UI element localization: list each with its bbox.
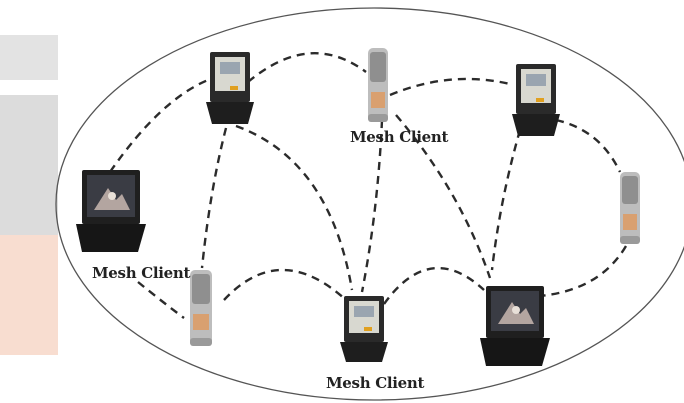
- mesh-client-label-left: Mesh Client: [92, 264, 190, 282]
- mesh-client-device-icon: [190, 270, 212, 346]
- link-client-bottom-left-to-pda-bottom: [224, 270, 346, 300]
- link-pda-top-right-to-laptop-bottom-right: [492, 130, 520, 270]
- mesh-client-label-bottom: Mesh Client: [326, 374, 424, 392]
- laptop-icon: [480, 286, 550, 366]
- handheld-device-icon: [512, 64, 560, 136]
- link-pda-top-right-to-client-right: [556, 120, 620, 172]
- handheld-device-icon: [340, 296, 388, 362]
- link-pda-bottom-to-laptop-bottom-right: [384, 268, 484, 304]
- laptop-icon: [76, 170, 146, 252]
- mesh-client-device-icon: [368, 48, 388, 122]
- mesh-client-label-top: Mesh Client: [350, 128, 448, 146]
- mesh-client-device-icon: [620, 172, 640, 244]
- link-pda-top-left-to-pda-bottom: [236, 126, 352, 290]
- link-client-right-to-laptop-bottom-right: [540, 246, 626, 296]
- link-laptop-left-to-pda-top-left: [110, 80, 208, 172]
- link-label-left-to-client-bottom-left: [138, 282, 184, 318]
- handheld-device-icon: [206, 52, 254, 124]
- link-client-top-to-pda-top-right: [390, 79, 510, 95]
- link-pda-top-left-to-client-bottom-left: [202, 128, 226, 268]
- link-pda-top-left-to-client-top: [248, 53, 366, 82]
